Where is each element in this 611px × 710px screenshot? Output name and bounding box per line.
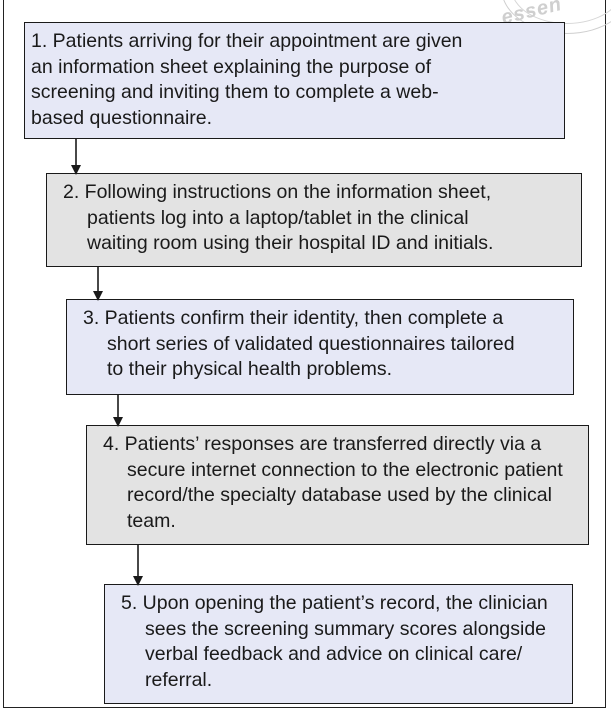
- step-1-box: 1. Patients arriving for their appointme…: [24, 22, 565, 139]
- step-1-line-2: an information sheet explaining the purp…: [31, 55, 432, 78]
- step-2-line-3: waiting room using their hospital ID and…: [87, 232, 494, 254]
- step-5-line-4: referral.: [145, 668, 213, 691]
- diagram-frame: [3, 0, 606, 708]
- step-1-line-1: 1. Patients arriving for their appointme…: [31, 30, 463, 52]
- step-4-box: 4. Patients’ responses are transferred d…: [86, 425, 589, 545]
- step-4-line-1: 4. Patients’ responses are transferred d…: [103, 433, 542, 455]
- step-4-line-2: secure internet connection to the electr…: [127, 458, 563, 481]
- step-3-line-3: to their physical health problems.: [107, 358, 393, 380]
- step-3-line-1: 3. Patients confirm their identity, then…: [83, 307, 504, 329]
- step-1-line-4: based questionnaire.: [31, 106, 213, 129]
- step-5-line-1: 5. Upon opening the patient’s record, th…: [121, 592, 548, 614]
- step-3-line-2: short series of validated questionnaires…: [107, 332, 515, 355]
- step-2-box: 2. Following instructions on the informa…: [46, 173, 582, 267]
- step-5-box: 5. Upon opening the patient’s record, th…: [104, 584, 573, 704]
- step-2-line-1: 2. Following instructions on the informa…: [63, 181, 492, 203]
- step-5-line-3: verbal feedback and advice on clinical c…: [145, 643, 523, 665]
- step-4-line-3: record/the specialty database used by th…: [127, 484, 552, 506]
- step-1-line-3: screening and inviting them to complete …: [31, 81, 439, 103]
- step-5-line-2: sees the screening summary scores alongs…: [145, 617, 547, 640]
- step-2-line-2: patients log into a laptop/tablet in the…: [87, 206, 469, 229]
- step-3-box: 3. Patients confirm their identity, then…: [66, 299, 574, 395]
- step-4-line-4: team.: [127, 509, 176, 532]
